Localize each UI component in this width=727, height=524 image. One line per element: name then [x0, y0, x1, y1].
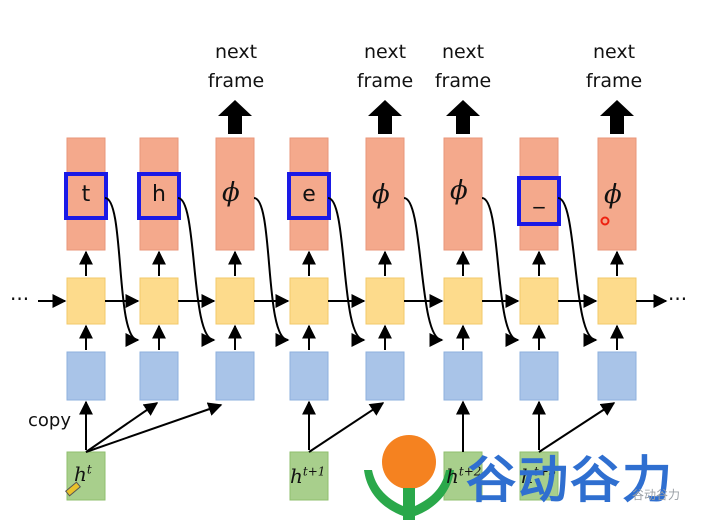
watermark-small: 谷动谷力 — [632, 488, 681, 502]
h-box-t3 — [519, 451, 559, 501]
cursor-marker — [600, 216, 610, 226]
highlight-underscore — [517, 176, 561, 226]
h-boxes — [66, 451, 559, 501]
hidden-cell-2 — [139, 277, 179, 325]
next-frame-text: next frame — [356, 41, 414, 92]
output-cell-8 — [597, 137, 637, 251]
hidden-cell-6 — [443, 277, 483, 325]
hidden-cell-4 — [289, 277, 329, 325]
next-frame-label-2: next frame — [352, 38, 418, 96]
input-cell-1 — [66, 351, 106, 401]
hidden-states — [66, 277, 637, 325]
input-cells — [66, 351, 637, 401]
h-base: h — [446, 464, 459, 488]
h-label-t2: ht+2 — [446, 464, 481, 488]
output-char-e: e — [302, 182, 316, 207]
next-frame-text: next frame — [207, 41, 265, 92]
input-cell-6 — [443, 351, 483, 401]
blank-symbol-1: ϕ — [222, 178, 240, 208]
next-frame-arrow-2 — [368, 100, 402, 134]
hidden-cell-8 — [597, 277, 637, 325]
output-cell-5 — [365, 137, 405, 251]
highlight-boxes — [64, 172, 561, 226]
output-cell-7 — [519, 137, 559, 251]
h-sup: t+3 — [533, 464, 557, 479]
h-base: h — [290, 464, 303, 488]
next-frame-arrow-1 — [218, 100, 252, 134]
h-sup: t+2 — [458, 464, 482, 479]
input-cell-7 — [519, 351, 559, 401]
next-frame-label-1: next frame — [203, 38, 269, 96]
output-cell-1 — [66, 137, 106, 251]
output-char-h: h — [152, 182, 166, 207]
hidden-cell-3 — [215, 277, 255, 325]
copy-arrows — [85, 400, 616, 453]
input-cell-2 — [139, 351, 179, 401]
ellipsis-left: ··· — [10, 287, 30, 311]
next-frame-label-3: next frame — [430, 38, 496, 96]
h-box-t1 — [289, 451, 329, 501]
highlight-e — [287, 172, 331, 220]
hidden-cell-7 — [519, 277, 559, 325]
hidden-cell-1 — [66, 277, 106, 325]
h-sup: t — [86, 462, 92, 477]
output-cell-3 — [215, 137, 255, 251]
h-label-t1: ht+1 — [290, 464, 325, 488]
ellipsis-right: ··· — [668, 287, 688, 311]
next-frame-text: next frame — [585, 41, 643, 92]
h-label-t3: ht+3 — [521, 464, 556, 488]
h-base: h — [521, 464, 534, 488]
input-cell-3 — [215, 351, 255, 401]
blank-symbol-4: ϕ — [604, 180, 622, 210]
highlight-t — [64, 172, 108, 220]
output-cell-6 — [443, 137, 483, 251]
h-base: h — [74, 462, 87, 486]
feedback-arrows — [104, 197, 598, 347]
copy-label: copy — [28, 410, 71, 431]
next-frame-arrow-4 — [600, 100, 634, 134]
output-char-t: t — [81, 182, 91, 207]
output-char-underscore: _ — [533, 184, 545, 209]
input-cell-5 — [365, 351, 405, 401]
next-frame-text: next frame — [434, 41, 492, 92]
blank-symbol-2: ϕ — [372, 180, 390, 210]
input-cell-8 — [597, 351, 637, 401]
hidden-cell-5 — [365, 277, 405, 325]
output-cell-2 — [139, 137, 179, 251]
brand-logo-icon — [364, 435, 454, 520]
pencil-icon — [65, 481, 81, 497]
h-sup: t+1 — [302, 464, 326, 479]
output-columns — [66, 137, 637, 251]
next-frame-arrows — [218, 100, 634, 134]
brand-text: 谷动谷力 — [466, 451, 674, 509]
highlight-h — [137, 172, 181, 220]
next-frame-arrow-3 — [446, 100, 480, 134]
h-label-t: ht — [74, 462, 92, 486]
blank-symbol-3: ϕ — [450, 176, 468, 206]
next-frame-label-4: next frame — [581, 38, 647, 96]
input-cell-4 — [289, 351, 329, 401]
